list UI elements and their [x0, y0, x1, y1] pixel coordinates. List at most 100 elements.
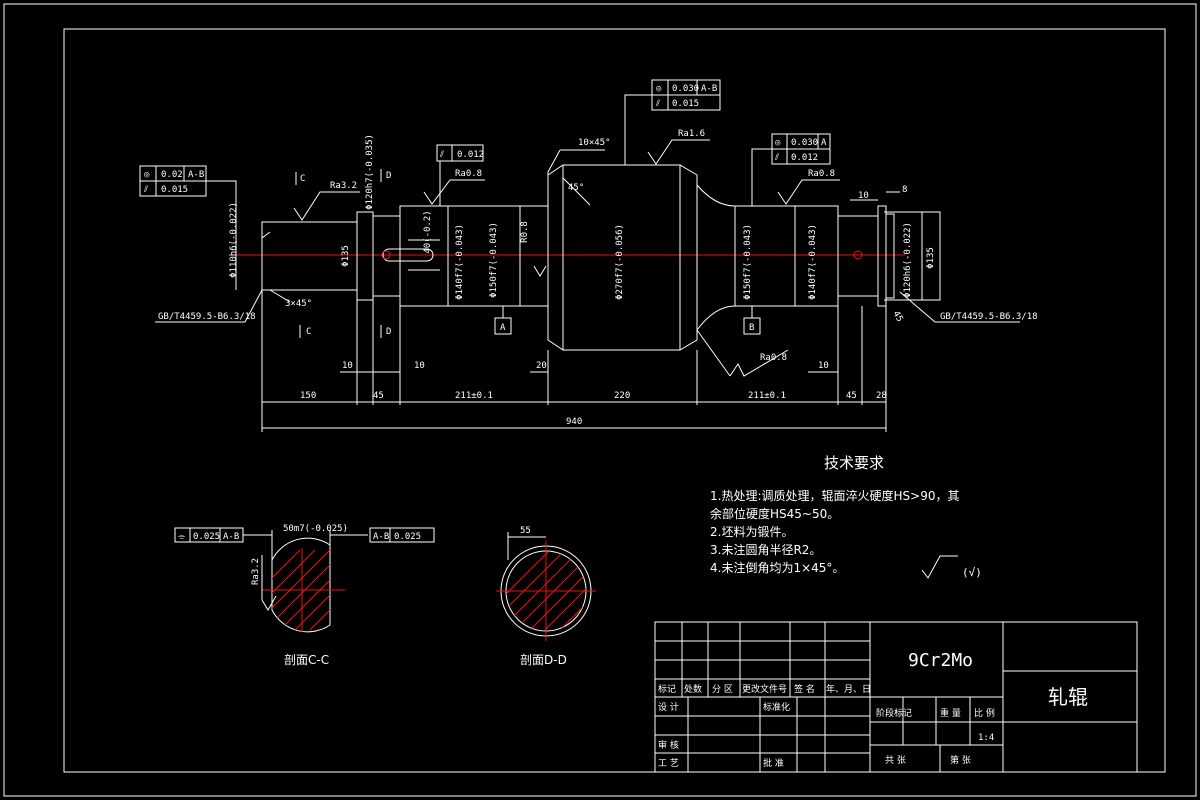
rev-header-sign: 签 名: [794, 683, 815, 695]
dim-roll: Φ270f7(-0.056): [615, 224, 625, 300]
svg-text:0.015: 0.015: [161, 185, 188, 195]
svg-text:Ra1.6: Ra1.6: [678, 129, 705, 139]
tb-weight: 重 量: [940, 707, 961, 719]
dim-10-a: 10: [342, 361, 353, 371]
tb-process: 工 艺: [658, 758, 679, 769]
svg-text:0.030: 0.030: [791, 138, 818, 148]
tech-item-1b: 余部位硬度HS45~50。: [710, 506, 839, 521]
roll-body: [547, 164, 698, 351]
dim-135-right: Φ135: [926, 247, 936, 269]
tolerance-right: ◎ 0.030 A ⫽ 0.012: [751, 133, 831, 206]
roughness-left-end: Ra3.2: [293, 181, 360, 221]
center-hole-left: [381, 250, 391, 260]
dim-chamfer-top: 10×45°: [578, 138, 611, 148]
rev-header-doc: 更改文件号: [742, 683, 787, 695]
datum-b: B: [749, 323, 754, 333]
svg-text:Ra0.8: Ra0.8: [760, 353, 787, 363]
sc-tol-left-datum: A-B: [223, 532, 239, 542]
svg-text:◎: ◎: [144, 170, 150, 180]
svg-text:0.02: 0.02: [161, 170, 183, 180]
svg-text:⫽: ⫽: [439, 150, 444, 160]
tech-title: 技术要求: [824, 454, 884, 472]
tb-design: 设 计: [658, 701, 679, 713]
sc-roughness: Ra3.2: [251, 558, 261, 585]
tb-scale-label: 比 例: [974, 707, 995, 719]
tb-stage-mark: 阶段标记: [876, 707, 912, 719]
tech-item-2: 2.坯料为锻件。: [710, 525, 793, 539]
sd-key-dim: 55: [520, 526, 531, 536]
drawing-frame: [63, 28, 1166, 773]
thread-left: GB/T4459.5-B6.3/18: [158, 312, 256, 322]
tech-item-3: 3.未注圆角半径R2。: [710, 542, 821, 557]
svg-text:A: A: [821, 138, 827, 148]
rev-header-date: 年、月、日: [826, 683, 871, 695]
title-block: 标记 处数 分 区 更改文件号 签 名 年、月、日 设 计 标准化 审 核 工 …: [654, 621, 1138, 773]
dim-left-journal: Φ110h6(-0.022): [229, 202, 239, 278]
svg-text:0.012: 0.012: [457, 150, 484, 160]
tolerance-left-mid: ⫽ 0.012: [436, 144, 484, 206]
dim-20: 20: [536, 361, 547, 371]
svg-text:◎: ◎: [656, 84, 662, 94]
sheet-border: [3, 3, 1197, 797]
tech-requirements: 技术要求 1.热处理:调质处理，辊面淬火硬度HS>90，其 余部位硬度HS45~…: [710, 454, 982, 579]
section-mark-c-bottom: C: [306, 327, 311, 337]
svg-text:0.030: 0.030: [672, 84, 699, 94]
right-journal: [837, 215, 879, 297]
thread-right: GB/T4459.5-B6.3/18: [940, 312, 1038, 322]
section-mark-d-bottom: D: [386, 327, 391, 337]
svg-text:⫽: ⫽: [655, 99, 660, 109]
dim-120-flange: Φ120h7(-0.035): [365, 134, 375, 210]
tb-review: 审 核: [658, 739, 679, 751]
dim-45-left: 45: [373, 391, 384, 401]
dim-keyway-depth: 40(-0.2): [423, 210, 433, 253]
left-neck: [447, 205, 521, 307]
sc-tol-right-datum: A-B: [373, 532, 389, 542]
dim-211-right: 211±0.1: [748, 391, 786, 401]
dim-940: 940: [566, 417, 582, 427]
svg-text:A-B: A-B: [188, 170, 204, 180]
rev-header-zone: 分 区: [712, 684, 733, 695]
svg-text:0.015: 0.015: [672, 99, 699, 109]
tech-item-4: 4.未注倒角均为1×45°。: [710, 560, 844, 575]
svg-text:Ra0.8: Ra0.8: [808, 169, 835, 179]
left-flange: [356, 211, 374, 301]
tb-approve: 批 准: [763, 757, 784, 769]
svg-text:⫽: ⫽: [774, 153, 779, 163]
dim-28: 28: [876, 391, 887, 401]
dim-8: 8: [902, 185, 907, 195]
section-c-view: ⌯ 0.025 A-B 50m7(-0.025) A-B 0.025 Ra3.2…: [174, 524, 435, 667]
roughness-left-mid: Ra0.8: [423, 169, 485, 205]
dim-angle-45: 45°: [568, 183, 584, 193]
keyway: [382, 248, 434, 262]
svg-text:A-B: A-B: [701, 84, 717, 94]
section-mark-d-top: D: [386, 171, 391, 181]
roughness-center: Ra1.6: [647, 129, 710, 165]
svg-text:Ra3.2: Ra3.2: [330, 181, 357, 191]
dim-right-journal: Φ120h6(-0.022): [903, 222, 913, 298]
dim-150-right: Φ150f7(-0.043): [743, 224, 753, 300]
datum-a: A: [500, 323, 506, 333]
tolerance-top: ◎ 0.030 A-B ⫽ 0.015: [624, 79, 721, 165]
rev-header-count: 处数: [684, 683, 702, 695]
dim-140-left: Φ140f7(-0.043): [455, 224, 465, 300]
dim-220: 220: [614, 391, 630, 401]
svg-text:⫽: ⫽: [143, 185, 148, 195]
dim-10-b: 10: [414, 361, 425, 371]
rev-header-mark: 标记: [658, 683, 676, 695]
dim-135-left: Φ135: [341, 245, 351, 267]
tech-item-1: 1.热处理:调质处理，辊面淬火硬度HS>90，其: [710, 488, 959, 503]
svg-text:Ra0.8: Ra0.8: [455, 169, 482, 179]
dim-right-45: 45: [890, 310, 904, 324]
section-c-label: 剖面C-C: [284, 653, 329, 667]
roughness-bottom: Ra0.8: [696, 329, 789, 377]
tolerance-left: ◎ 0.02 A-B ⫽ 0.015: [139, 165, 237, 290]
sc-tol-left-value: 0.025: [193, 532, 220, 542]
sc-key-dim: 50m7(-0.025): [283, 524, 348, 534]
svg-text:◎: ◎: [775, 138, 781, 148]
dim-chain: [261, 290, 887, 432]
tb-sheet-no: 第 张: [950, 754, 971, 766]
dim-r-label: R0.8: [520, 221, 530, 243]
svg-text:0.012: 0.012: [791, 153, 818, 163]
roughness-general-icon: [921, 555, 958, 579]
